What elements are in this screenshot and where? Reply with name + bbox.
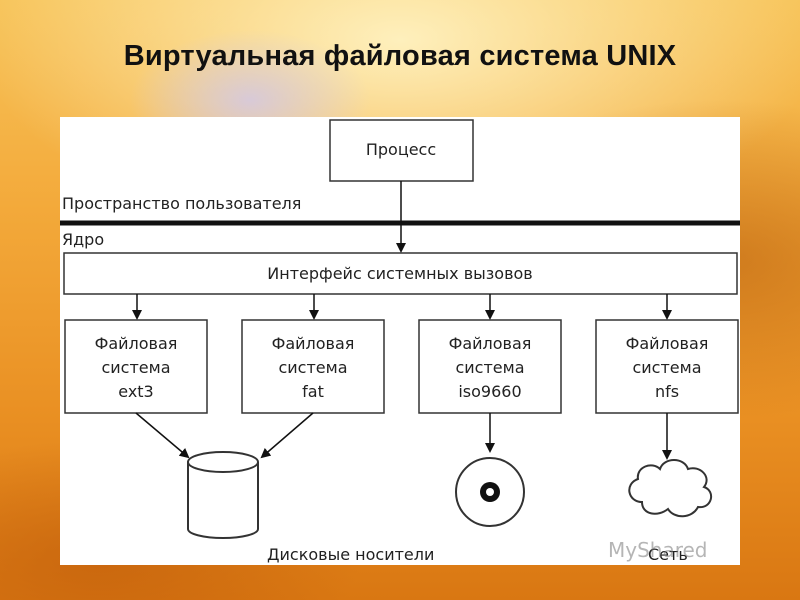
fs-nfs-line1: Файловая: [626, 334, 709, 353]
filesystem-box-fat: Файловая система fat: [241, 319, 385, 414]
user-space-label: Пространство пользователя: [62, 194, 301, 213]
watermark-text: MyShared: [608, 538, 708, 562]
filesystem-box-ext3: Файловая система ext3: [64, 319, 208, 414]
fs-ext3-line2: система: [101, 358, 170, 377]
fs-iso9660-line2: система: [455, 358, 524, 377]
process-box: [329, 119, 474, 182]
fs-iso9660-line1: Файловая: [449, 334, 532, 353]
process-label: Процесс: [366, 140, 436, 159]
filesystem-box-iso9660: Файловая система iso9660: [418, 319, 562, 414]
fs-nfs-line2: система: [632, 358, 701, 377]
fs-fat-line2: система: [278, 358, 347, 377]
media-arrow-fat: [260, 412, 314, 459]
vfs-diagram: Процесс Пространство пользователя Ядро И…: [60, 119, 740, 564]
network-cloud-icon: [628, 459, 713, 518]
media-arrow-ext3: [135, 412, 190, 459]
filesystem-box-nfs: Файловая система nfs: [595, 319, 739, 414]
fs-iso9660-line3: iso9660: [458, 382, 521, 401]
fs-fat-line3: fat: [302, 382, 324, 401]
kernel-label: Ядро: [62, 230, 104, 249]
fs-ext3-line1: Файловая: [95, 334, 178, 353]
syscall-interface-box: [63, 252, 738, 295]
diagram-panel: Процесс Пространство пользователя Ядро И…: [60, 117, 740, 565]
network-label: Сеть: [648, 545, 688, 564]
slide-title: Виртуальная файловая система UNIX: [123, 40, 677, 72]
fs-fat-line1: Файловая: [272, 334, 355, 353]
syscall-interface-label: Интерфейс системных вызовов: [267, 264, 532, 283]
cd-disc-icon: [455, 457, 525, 527]
fs-ext3-line3: ext3: [118, 382, 153, 401]
fs-nfs-line3: nfs: [655, 382, 679, 401]
disk-cylinder-icon: [187, 451, 259, 539]
disk-media-label: Дисковые носители: [267, 545, 434, 564]
